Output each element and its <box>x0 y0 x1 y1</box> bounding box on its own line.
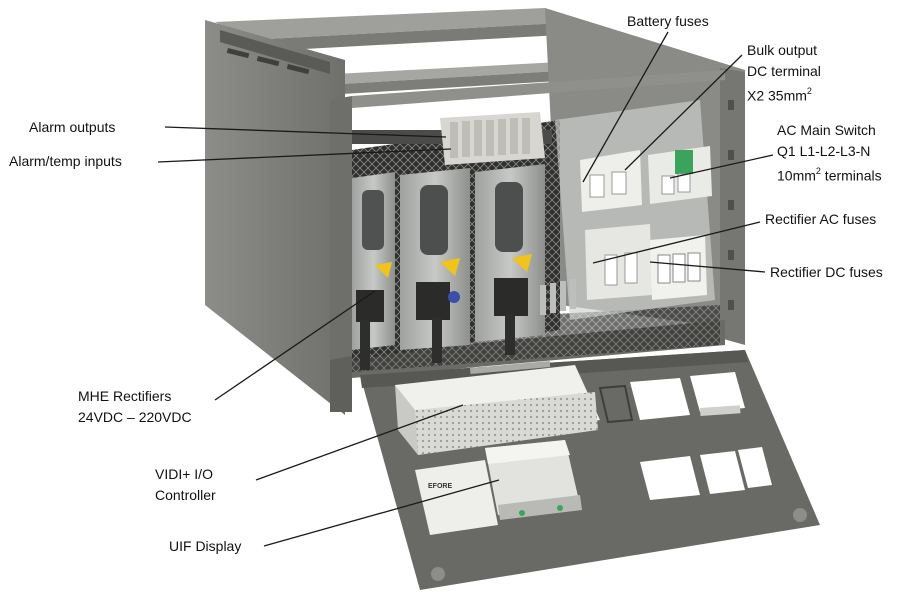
label-alarm-temp-inputs: Alarm/temp inputs <box>9 153 122 169</box>
label-battery-fuses: Battery fuses <box>627 13 709 29</box>
uif-display-unit: EFORE <box>415 440 582 535</box>
leader-alarm-temp-inputs <box>157 148 452 163</box>
left-side-panel <box>205 20 345 415</box>
leader-ac-main-switch <box>669 154 774 179</box>
leader-bulk-output <box>624 54 743 171</box>
label-mhe-rectifiers: MHE Rectifiers 24VDC – 220VDC <box>78 388 192 425</box>
leader-rectifier-dc-fuses <box>649 261 766 273</box>
label-rectifier-ac-fuses: Rectifier AC fuses <box>765 211 877 227</box>
leader-mhe-rectifiers <box>214 290 376 401</box>
label-ac-main-switch: AC Main Switch Q1 L1-L2-L3-N 10mm2 termi… <box>777 122 882 184</box>
leader-alarm-outputs <box>164 126 447 138</box>
brand-logo: EFORE <box>428 483 452 490</box>
vidi-controller-unit <box>395 361 600 455</box>
leader-uif-display <box>263 479 500 547</box>
alarm-terminal-block <box>352 112 552 165</box>
label-alarm-outputs: Alarm outputs <box>29 119 116 135</box>
label-vidi-controller: VIDI+ I/O Controller <box>155 466 216 503</box>
label-uif-display: UIF Display <box>169 538 242 554</box>
label-bulk-output: Bulk output DC terminal X2 35mm2 <box>747 42 821 104</box>
leader-vidi-controller <box>255 404 464 481</box>
leader-lines <box>157 31 774 547</box>
leader-battery-fuses <box>582 31 669 183</box>
breaker-area <box>540 100 715 320</box>
rectifier-modules <box>352 164 545 370</box>
leader-rectifier-ac-fuses <box>592 221 761 264</box>
label-rectifier-dc-fuses: Rectifier DC fuses <box>770 264 883 280</box>
